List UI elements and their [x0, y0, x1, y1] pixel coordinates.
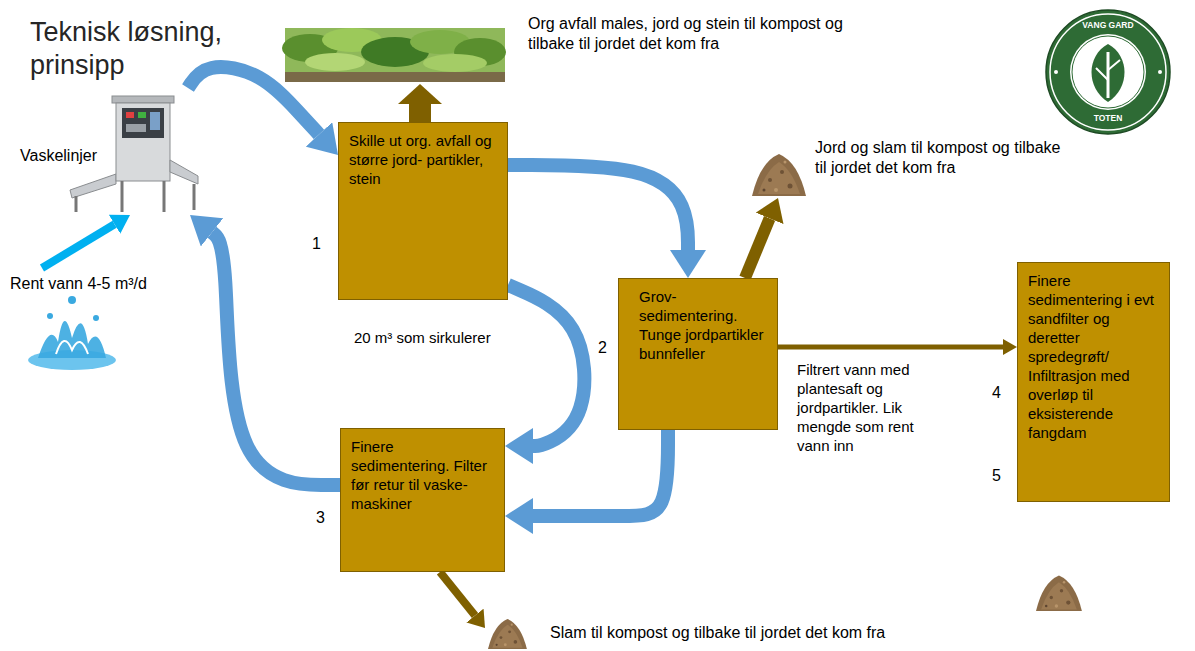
washing-machine: [122, 108, 164, 138]
farm-logo: [1046, 10, 1170, 134]
illustration-layer: [488, 619, 527, 649]
callout-number: 5: [992, 466, 1001, 486]
box-text: Finere sedimentering. Filter før retur t…: [351, 437, 494, 513]
farm-logo: [1092, 44, 1125, 102]
diagram-title: Teknisk løsning, prinsipp: [30, 16, 280, 82]
process-box: Skille ut org. avfall og større jord- pa…: [338, 122, 508, 300]
picture-caption: Rent vann 4-5 m³/d: [10, 274, 198, 294]
farm-logo: [1050, 14, 1166, 130]
flow-arrow: [440, 572, 475, 616]
process-box: Finere sedimentering. Filter før retur t…: [340, 428, 505, 572]
washing-machine: [138, 112, 146, 118]
flow-arrow: [533, 430, 668, 516]
callout-number: 3: [316, 508, 325, 528]
farm-logo: [1046, 10, 1170, 134]
water-splash: [28, 296, 116, 370]
flow-arrow: [212, 232, 340, 485]
water-splash: [47, 313, 53, 319]
plant-waste-picture: [305, 53, 365, 71]
flow-arrow: [745, 218, 770, 278]
washing-machine: [121, 181, 124, 212]
washing-machine: [75, 196, 78, 212]
water-splash: [38, 321, 106, 358]
plant-waste-picture: [423, 54, 487, 72]
water-splash: [93, 315, 99, 321]
plant-waste-picture: [282, 28, 506, 82]
flow-arrow: [42, 224, 115, 268]
illustration-layer: [1036, 575, 1082, 611]
clean-water-picture: Rent vann 4-5 m³/d: [8, 268, 200, 376]
logo-text: TOTEN: [1068, 113, 1148, 123]
connector-label: Filtrert vann med plantesaft og jordpart…: [795, 360, 921, 455]
flow-arrow: [508, 285, 584, 446]
farm-logo: [1072, 36, 1144, 108]
washing-machine: [193, 184, 196, 210]
farm-logo: [1107, 52, 1110, 98]
box-text: Finere sedimentering i evt sandfilter og…: [1028, 271, 1159, 442]
picture-caption: Jord og slam til kompost og tilbake til …: [815, 138, 1065, 178]
logo-text: VANG GARD: [1068, 20, 1148, 30]
water-splash: [56, 341, 88, 354]
water-splash: [68, 296, 76, 304]
washing-machine: [126, 112, 134, 118]
farm-logo: [1070, 34, 1146, 110]
callout-number: 1: [312, 234, 321, 254]
washing-machine: [116, 103, 170, 181]
callout-number: 4: [992, 383, 1001, 403]
flow-arrow: [508, 165, 688, 250]
flow-arrow: [188, 67, 319, 134]
washing-machine: [170, 160, 198, 184]
output-picture: Org avfall males, jord og stein til komp…: [285, 10, 945, 84]
washing-line-picture: Vaskelinjer: [18, 88, 200, 215]
illustration-layer: [752, 154, 806, 196]
washing-machine: [70, 174, 116, 198]
washing-machine: [112, 96, 174, 103]
farm-logo: [1096, 60, 1120, 80]
process-box: Grov- sedimentering. Tunge jordpartikler…: [618, 278, 778, 430]
picture-caption: Vaskelinjer: [20, 146, 112, 166]
farm-logo: [1158, 70, 1162, 74]
washing-machine: [163, 181, 166, 212]
plant-waste-picture: [285, 72, 505, 82]
connector-label: 20 m³ som sirkulerer: [352, 328, 493, 347]
box-text: Skille ut org. avfall og større jord- pa…: [349, 131, 497, 188]
process-box: Finere sedimentering i evt sandfilter og…: [1017, 262, 1170, 502]
callout-number: 2: [598, 338, 607, 358]
box-text: Grov- sedimentering. Tunge jordpartikler…: [639, 287, 767, 363]
washing-machine: [150, 112, 160, 130]
flow-arrow: [778, 345, 1003, 350]
flow-arrow: [409, 104, 431, 122]
picture-caption: Slam til kompost og tilbake til jordet d…: [550, 623, 960, 643]
picture-caption: Org avfall males, jord og stein til komp…: [528, 14, 888, 54]
farm-logo: [1054, 70, 1058, 74]
output-picture: Jord og slam til kompost og tilbake til …: [748, 128, 1078, 198]
washing-machine: [126, 124, 146, 132]
output-picture: Slam til kompost og tilbake til jordet d…: [485, 612, 965, 650]
